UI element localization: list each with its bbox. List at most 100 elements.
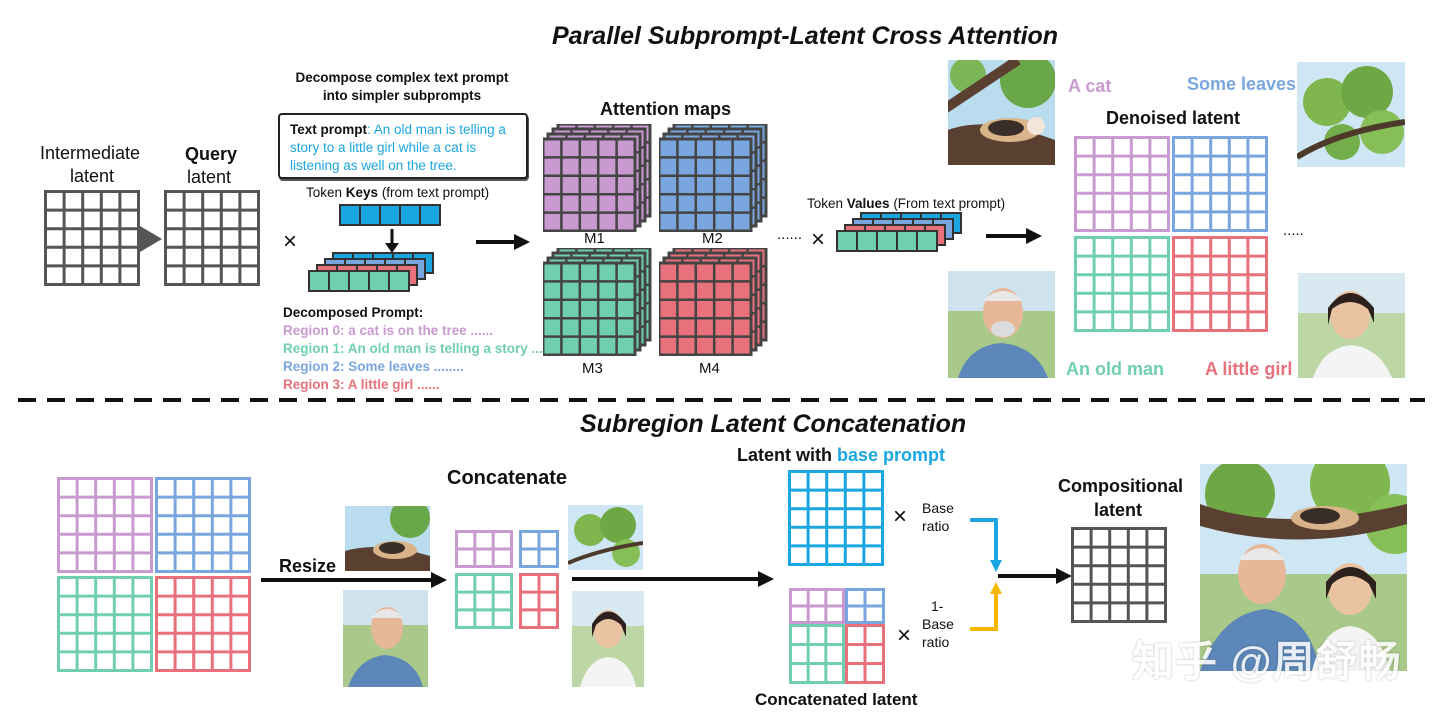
leaves-photo <box>1297 62 1405 167</box>
one-minus-2: Base <box>922 616 954 632</box>
bottom-grid-blue <box>155 477 251 573</box>
dots-right: ..... <box>1283 222 1304 239</box>
cat-photo <box>948 60 1055 165</box>
arrow-to-query <box>140 226 162 252</box>
attention-maps-label: Attention maps <box>600 99 732 119</box>
latent-with-base-label: Latent with base prompt <box>737 445 945 466</box>
intermediate-latent-label-1: Intermediate <box>40 143 141 163</box>
attention-map-m4 <box>659 248 768 356</box>
multiply-sign-4: × <box>897 622 912 649</box>
latent-with-accent: base prompt <box>837 445 946 465</box>
intermediate-latent-label-2: latent <box>70 166 115 186</box>
attention-map-m3 <box>543 248 652 356</box>
decomposed-prompt-label: Decomposed Prompt: <box>283 305 424 320</box>
token-keys-row <box>339 204 441 226</box>
one-minus-1: 1- <box>931 598 944 614</box>
token-values-post: (From text prompt) <box>889 196 1006 211</box>
title-top: Parallel Subprompt-Latent Cross Attentio… <box>552 22 1059 50</box>
region-line-2: Region 2: Some leaves ........ <box>283 359 464 374</box>
base-prompt-latent-grid <box>788 470 884 566</box>
compositional-label-1: Compositional <box>1058 476 1183 496</box>
little-girl-photo-small <box>572 591 644 687</box>
base-ratio-2: ratio <box>922 518 950 534</box>
a-little-girl-label: A little girl <box>1205 359 1293 379</box>
intermediate-latent-grid <box>44 190 140 286</box>
token-keys-post: (from text prompt) <box>378 185 490 200</box>
token-values-bold: Values <box>846 196 890 211</box>
token-values-stack <box>836 212 962 252</box>
concat-grid-purple <box>455 530 513 568</box>
text-prompt-label: Text prompt <box>290 122 367 137</box>
concat-grid-green <box>455 573 513 629</box>
arrow-down-keys <box>385 229 399 253</box>
region-line-3: Region 3: A little girl ...... <box>283 377 440 392</box>
m2-label: M2 <box>702 230 723 247</box>
bottom-grid-green <box>57 576 153 672</box>
arrow-to-concat-latent <box>572 571 774 587</box>
title-bottom: Subregion Latent Concatenation <box>580 410 967 438</box>
bottom-grid-purple <box>57 477 153 573</box>
denoised-grid-green <box>1074 236 1170 332</box>
decompose-text-1: Decompose complex text prompt <box>295 70 509 85</box>
resize-label: Resize <box>279 556 337 576</box>
composed-photo <box>1200 464 1407 671</box>
cat-photo-small <box>345 506 430 571</box>
watermark: 知乎 @周舒畅 <box>1132 638 1402 685</box>
a-cat-label: A cat <box>1068 76 1112 96</box>
bottom-grid-red <box>155 576 251 672</box>
some-leaves-label: Some leaves <box>1187 74 1297 94</box>
attention-map-m1 <box>543 124 652 232</box>
an-old-man-label: An old man <box>1066 359 1164 379</box>
concat-latent-green <box>789 624 845 684</box>
multiply-sign-2: × <box>811 226 826 253</box>
query-latent-grid <box>164 190 260 286</box>
region-line-0: Region 0: a cat is on the tree ...... <box>283 323 494 338</box>
combine-arrows <box>970 518 1072 631</box>
one-minus-3: ratio <box>922 634 950 650</box>
old-man-photo <box>948 271 1055 378</box>
denoised-grid-purple <box>1074 136 1170 232</box>
token-values-pre: Token <box>807 196 847 211</box>
leaves-photo-small <box>568 505 643 570</box>
concatenated-latent-label: Concatenated latent <box>755 690 918 709</box>
text-prompt-body: An old man is telling a story to a littl… <box>290 122 506 173</box>
token-keys-pre: Token <box>306 185 346 200</box>
query-label-1: Query <box>185 144 238 164</box>
concat-grid-red <box>519 573 559 629</box>
section-divider <box>18 398 1425 402</box>
concat-latent-purple <box>789 588 845 624</box>
compositional-label-2: latent <box>1094 500 1143 520</box>
query-label-2: latent <box>187 167 232 187</box>
text-prompt-box: Text prompt: An old man is telling a sto… <box>278 113 528 179</box>
latent-with-pre: Latent with <box>737 445 837 465</box>
denoised-latent-label: Denoised latent <box>1106 108 1241 128</box>
arrow-to-denoised <box>986 228 1042 244</box>
concat-latent-blue <box>845 588 885 624</box>
denoised-grid-red <box>1172 236 1268 332</box>
multiply-sign-3: × <box>893 503 908 530</box>
decomposed-keys-stack <box>308 252 434 292</box>
m3-label: M3 <box>582 360 603 377</box>
token-keys-label: Token Keys (from text prompt) <box>306 185 489 200</box>
dots-mid: ...... <box>777 226 803 243</box>
text-prompt-sep: : <box>367 122 374 137</box>
region-line-1: Region 1: An old man is telling a story … <box>283 341 555 356</box>
token-keys-bold: Keys <box>345 185 379 200</box>
concatenate-label: Concatenate <box>447 467 568 489</box>
token-values-label: Token Values (From text prompt) <box>807 196 1005 211</box>
arrow-resize <box>261 572 447 588</box>
m1-label: M1 <box>584 230 605 247</box>
arrow-to-attention <box>476 234 530 250</box>
base-ratio-1: Base <box>922 500 954 516</box>
attention-map-m2 <box>659 124 768 232</box>
old-man-photo-small <box>343 590 428 687</box>
concat-grid-blue <box>519 530 559 568</box>
decompose-text-2: into simpler subprompts <box>322 88 482 103</box>
multiply-sign-1: × <box>283 228 298 255</box>
concat-latent-red <box>845 624 885 684</box>
compositional-latent-grid <box>1071 527 1167 623</box>
denoised-grid-blue <box>1172 136 1268 232</box>
m4-label: M4 <box>699 360 720 377</box>
little-girl-photo <box>1298 273 1405 378</box>
